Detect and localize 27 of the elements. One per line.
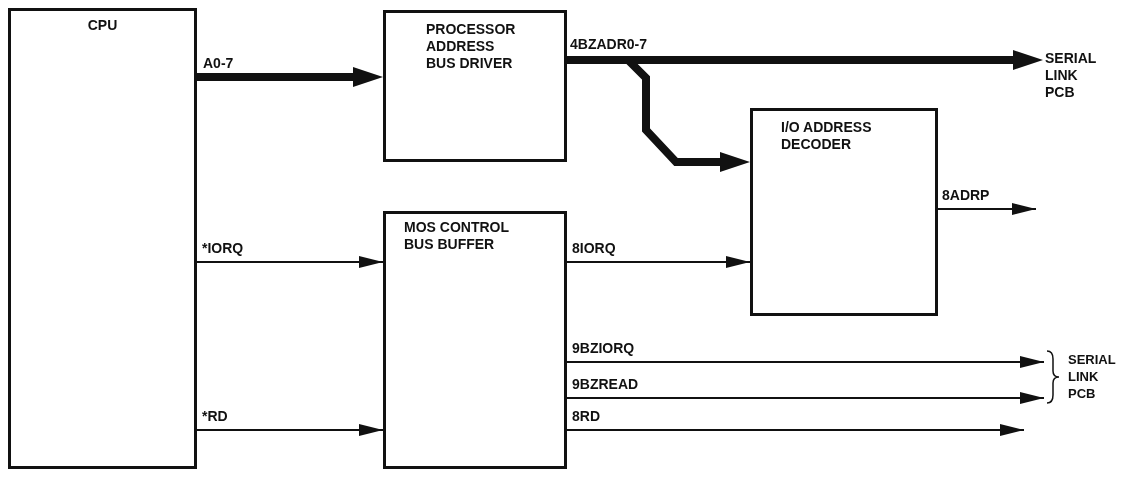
block — [383, 10, 567, 162]
signal-arrow — [936, 203, 1037, 215]
bus-arrow — [196, 67, 383, 87]
signal-arrow — [195, 424, 384, 436]
signal-label: 8RD — [571, 408, 601, 424]
signal-label: 9BZIORQ — [571, 340, 636, 356]
signal-arrow — [565, 356, 1045, 368]
block-title: I/O ADDRESS DECODER — [781, 119, 873, 153]
signal-label: 9BZREAD — [571, 376, 640, 392]
signal-arrow — [565, 256, 751, 268]
signal-label: A0-7 — [202, 55, 235, 71]
signal-arrow — [565, 424, 1025, 436]
destination-label: SERIAL LINK PCB — [1045, 50, 1097, 101]
signal-label: *RD — [201, 408, 229, 424]
block-title: MOS CONTROL BUS BUFFER — [404, 219, 510, 253]
destination-label: SERIAL LINK PCB — [1068, 351, 1116, 402]
block — [750, 108, 938, 316]
signal-arrow — [195, 256, 384, 268]
block — [383, 211, 567, 469]
signal-label: *IORQ — [201, 240, 245, 256]
signal-arrow — [565, 392, 1045, 404]
block-title: CPU — [86, 17, 119, 34]
cpu-block — [8, 8, 197, 469]
signal-label: 8ADRP — [941, 187, 991, 203]
block-title: PROCESSOR ADDRESS BUS DRIVER — [426, 21, 517, 72]
signal-label: 8IORQ — [571, 240, 617, 256]
signal-label: 4BZADR0-7 — [569, 36, 648, 52]
